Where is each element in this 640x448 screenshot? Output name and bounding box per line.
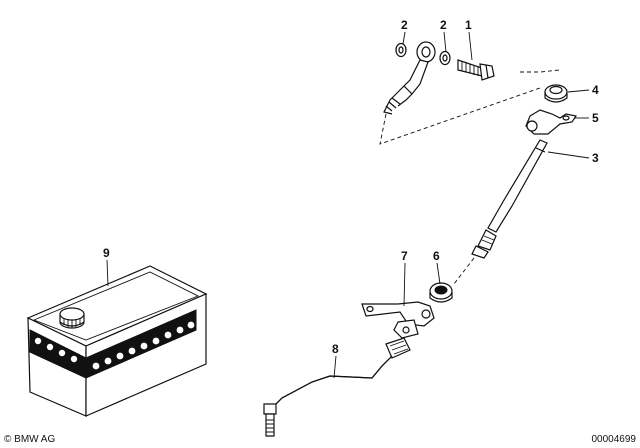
banjo-fitting <box>383 41 436 115</box>
battery <box>26 265 208 417</box>
callout-1: 1 <box>465 18 472 32</box>
callout-leaders <box>106 31 590 379</box>
callout-2-right: 2 <box>440 18 447 32</box>
callout-4: 4 <box>592 83 599 97</box>
copyright-notice: © BMW AG <box>4 434 55 445</box>
brake-hose <box>453 139 548 285</box>
grommet-upper <box>544 84 568 103</box>
sealing-washer-right <box>439 50 451 66</box>
diagram-number: 00004699 <box>592 434 637 445</box>
sealing-washer-left <box>395 42 407 58</box>
callout-3: 3 <box>592 151 599 165</box>
grommet-lower <box>429 282 453 303</box>
callout-7: 7 <box>401 249 408 263</box>
callout-2-left: 2 <box>401 18 408 32</box>
callout-9: 9 <box>103 246 110 260</box>
callout-6: 6 <box>433 249 440 263</box>
banjo-bolt <box>457 59 495 81</box>
mounting-bracket <box>361 301 435 339</box>
brake-pipe <box>263 337 411 437</box>
callout-8: 8 <box>332 342 339 356</box>
hose-clamp-bracket <box>525 109 577 135</box>
banjo-fitting-assembly <box>379 41 561 145</box>
callout-5: 5 <box>592 111 599 125</box>
